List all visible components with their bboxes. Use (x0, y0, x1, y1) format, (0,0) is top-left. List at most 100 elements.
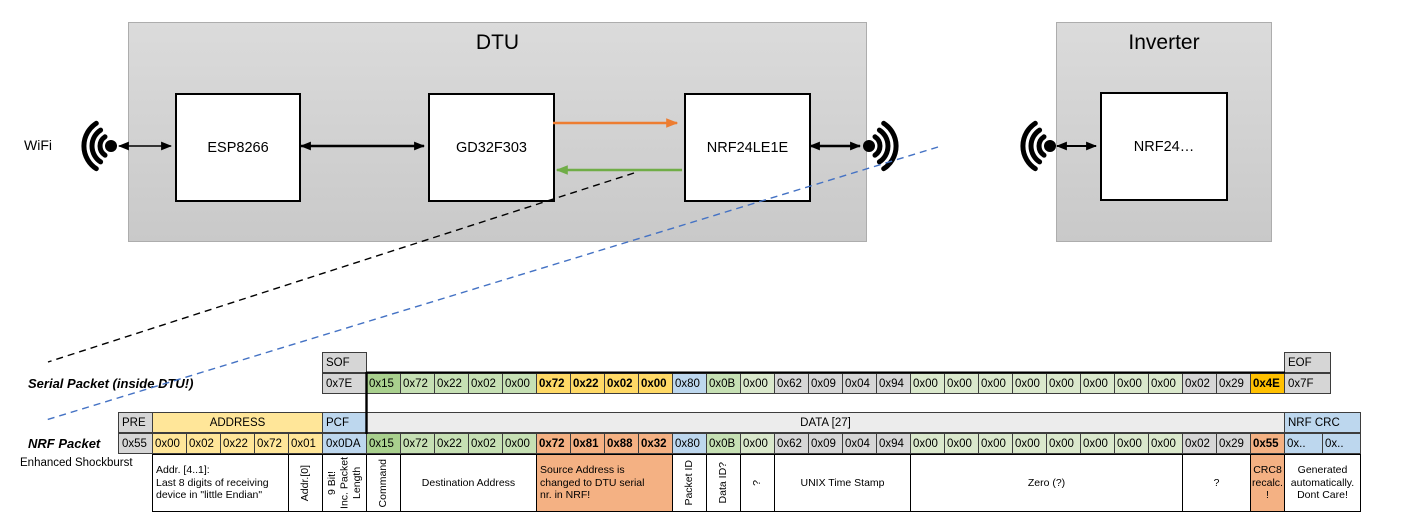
sof-value-cell: 0x7E (322, 373, 367, 394)
serial-byte-cell: 0x00 (1080, 373, 1115, 394)
nrf-byte-cell: 0x00 (1080, 433, 1115, 454)
nrf-byte-cell: 0x00 (944, 433, 979, 454)
serial-byte-cell: 0x02 (604, 373, 639, 394)
serial-packet-label: Serial Packet (inside DTU!) (28, 376, 194, 391)
nrf-byte-cell: 0x15 (366, 433, 401, 454)
wifi-icon (84, 123, 117, 168)
annotation-cell: ? (1182, 454, 1251, 512)
annotation-cell: Addr.[0] (288, 454, 323, 512)
nrf-crc-value-row: 0x..0x.. (1284, 433, 1361, 454)
data-header-cell: DATA [27] (366, 412, 1285, 433)
annotation-cell: Addr. [4..1]: Last 8 digits of receiving… (152, 454, 289, 512)
serial-byte-cell: 0x4E (1250, 373, 1285, 394)
gd32f303-box: GD32F303 (428, 93, 555, 202)
serial-byte-cell: 0x00 (1046, 373, 1081, 394)
nrf-byte-cell: 0x00 (1012, 433, 1047, 454)
nrf-byte-cell: 0x0B (706, 433, 741, 454)
nrf-byte-cell: 0x72 (536, 433, 571, 454)
serial-byte-cell: 0x00 (1012, 373, 1047, 394)
dtu-title: DTU (475, 31, 520, 54)
annotation-cell: UNIX Time Stamp (774, 454, 911, 512)
nrf-byte-cell: 0x02 (1182, 433, 1217, 454)
eof-value-cell: 0x7F (1284, 373, 1331, 394)
inverter-nrf24-label: NRF24… (1133, 138, 1195, 155)
serial-byte-cell: 0x72 (400, 373, 435, 394)
annotation-cell: Destination Address (400, 454, 537, 512)
annotation-cell: Command (366, 454, 401, 512)
serial-byte-cell: 0x62 (774, 373, 809, 394)
nrf24le1e-box: NRF24LE1E (684, 93, 811, 202)
nrf-byte-cell: 0x62 (774, 433, 809, 454)
annotation-cell: Packet ID (672, 454, 707, 512)
serial-byte-cell: 0x09 (808, 373, 843, 394)
nrf-byte-cell: 0x81 (570, 433, 605, 454)
serial-byte-cell: 0x00 (638, 373, 673, 394)
annotation-cell: CRC8 recalc. ! (1250, 454, 1285, 512)
serial-byte-cell: 0x00 (910, 373, 945, 394)
inverter-nrf24-box: NRF24… (1100, 92, 1228, 201)
crc-byte-cell: 0x.. (1322, 433, 1361, 454)
wifi-icon (863, 123, 896, 168)
address-byte-cell: 0x02 (186, 433, 221, 454)
nrf24le1e-label: NRF24LE1E (706, 139, 789, 156)
serial-byte-cell: 0x80 (672, 373, 707, 394)
nrf-crc-header-cell: NRF CRC (1284, 412, 1361, 433)
nrf-byte-cell: 0x00 (910, 433, 945, 454)
enhanced-shockburst-label: Enhanced Shockburst (20, 457, 133, 469)
nrf-byte-cell: 0x72 (400, 433, 435, 454)
annotation-cell: 9 Bit! Inc. Packet Length (322, 454, 367, 512)
pre-header-cell: PRE (118, 412, 153, 433)
wifi-icon (1023, 123, 1056, 168)
gd32f303-label: GD32F303 (456, 139, 527, 156)
serial-byte-cell: 0x00 (1114, 373, 1149, 394)
annotation-cell: Generated automatically. Dont Care! (1284, 454, 1361, 512)
serial-byte-cell: 0x00 (502, 373, 537, 394)
serial-byte-cell: 0x0B (706, 373, 741, 394)
nrf-byte-cell: 0x32 (638, 433, 673, 454)
serial-byte-cell: 0x29 (1216, 373, 1251, 394)
serial-byte-cell: 0x94 (876, 373, 911, 394)
nrf-byte-cell: 0x00 (1148, 433, 1183, 454)
crc-byte-cell: 0x.. (1284, 433, 1323, 454)
address-header-cell: ADDRESS (152, 412, 323, 433)
nrf-byte-cell: 0x55 (1250, 433, 1285, 454)
esp8266-label: ESP8266 (207, 139, 269, 156)
serial-byte-cell: 0x00 (978, 373, 1013, 394)
nrf-byte-cell: 0x88 (604, 433, 639, 454)
nrf-byte-cell: 0x00 (978, 433, 1013, 454)
annotation-cell: Zero (?) (910, 454, 1183, 512)
address-byte-cell: 0x22 (220, 433, 255, 454)
nrf-byte-cell: 0x80 (672, 433, 707, 454)
serial-byte-cell: 0x22 (434, 373, 469, 394)
nrf-byte-cell: 0x00 (740, 433, 775, 454)
serial-byte-cell: 0x02 (1182, 373, 1217, 394)
nrf-byte-cell: 0x04 (842, 433, 877, 454)
annotation-cell: Source Address is changed to DTU serial … (536, 454, 673, 512)
nrf-byte-cell: 0x00 (1114, 433, 1149, 454)
nrf-packet-label: NRF Packet (28, 436, 101, 451)
esp8266-box: ESP8266 (175, 93, 301, 202)
serial-byte-cell: 0x22 (570, 373, 605, 394)
address-byte-cell: 0x00 (152, 433, 187, 454)
pcf-header-cell: PCF (322, 412, 367, 433)
nrf-byte-cell: 0x94 (876, 433, 911, 454)
pcf-value-cell: 0x0DA (322, 433, 367, 454)
inverter-title: Inverter (1128, 31, 1200, 54)
pre-value-cell: 0x55 (118, 433, 153, 454)
address-byte-cell: 0x01 (288, 433, 323, 454)
serial-byte-cell: 0x15 (366, 373, 401, 394)
wifi-label: WiFi (24, 137, 52, 153)
nrf-byte-cell: 0x00 (502, 433, 537, 454)
address-byte-cell: 0x72 (254, 433, 289, 454)
serial-byte-cell: 0x04 (842, 373, 877, 394)
serial-byte-cell: 0x02 (468, 373, 503, 394)
nrf-byte-cell: 0x00 (1046, 433, 1081, 454)
nrf-byte-cell: 0x29 (1216, 433, 1251, 454)
nrf-byte-cell: 0x02 (468, 433, 503, 454)
serial-byte-cell: 0x00 (740, 373, 775, 394)
sof-header-cell: SOF (322, 352, 367, 373)
